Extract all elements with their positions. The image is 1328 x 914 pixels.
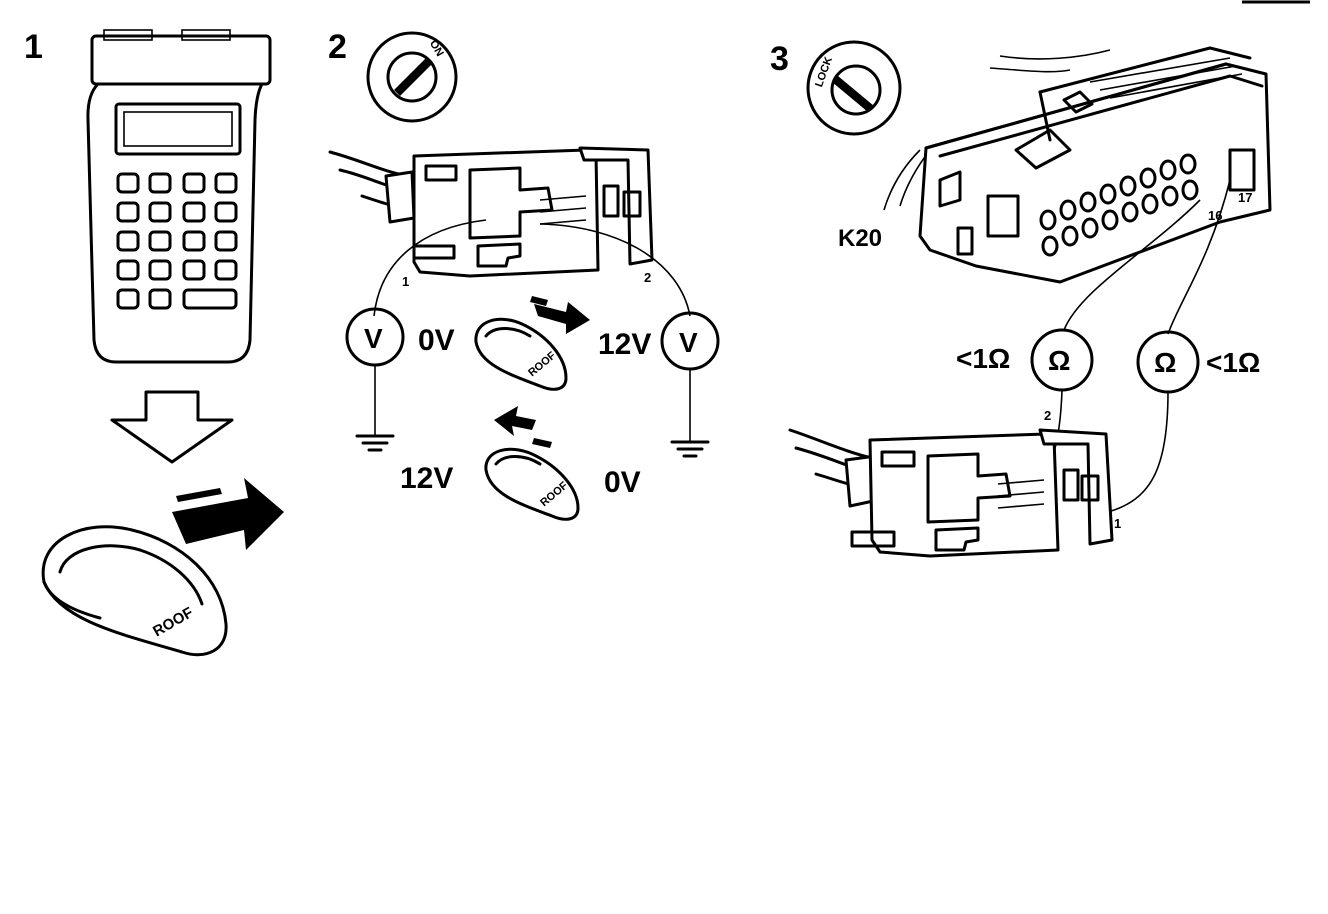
push-arrow-bottom-icon [494,406,552,448]
k20-connector-icon [883,46,1272,284]
ohm-wire-left-upper [1063,199,1201,331]
ohmmeter-left-icon: Ω [1030,328,1094,392]
push-arrow-large-icon [172,478,284,550]
ohmmeter-right-icon: Ω [1136,330,1200,394]
ignition-on-label: ON [427,38,446,58]
k20-pin-17: 17 [1238,190,1252,205]
voltmeter-left-symbol: V [364,323,383,354]
step2-pin-1: 1 [402,274,409,289]
step-1-number: 1 [24,28,43,66]
voltmeter-left-icon: V [345,307,405,452]
ignition-lock-icon: LOCK [806,40,902,136]
step2-probe-wire-left [373,219,487,317]
step2-reading-bottom-left: 12V [400,462,453,495]
down-arrow-icon [110,390,234,464]
ohmmeter-left-symbol: Ω [1048,345,1070,376]
ohmmeter-right-symbol: Ω [1154,347,1176,378]
diagnostic-tester-icon [86,29,272,364]
voltmeter-right-icon: V [660,311,720,458]
k20-connector-label: K20 [838,225,882,252]
step3-reading-left: <1Ω [956,343,1010,374]
step2-probe-wire-right [539,223,691,317]
voltmeter-right-symbol: V [679,327,698,358]
push-arrow-top-icon [530,296,590,334]
tester-keypad [116,172,238,310]
step3-lower-pin-2: 2 [1044,408,1051,423]
step2-reading-top-right: 12V [598,328,651,361]
step2-reading-bottom-right: 0V [604,466,641,499]
step-3-number: 3 [770,40,789,78]
roof-switch-small-top-icon: ROOF [474,317,568,391]
step2-pin-2: 2 [644,270,651,285]
ohm-wire-right-lower [1107,391,1169,513]
roof-switch-large-icon: ROOF [41,525,228,657]
k20-pin-holes [1039,153,1199,257]
step-2-number: 2 [328,28,347,66]
step3-lower-pin-1: 1 [1114,516,1121,531]
step3-reading-right: <1Ω [1206,347,1260,378]
ignition-on-icon: ON [366,31,458,123]
step2-reading-top-left: 0V [418,324,455,357]
step2-switch-connector [328,146,654,278]
roof-switch-small-bottom-icon: ROOF [484,447,580,521]
step3-switch-connector [788,428,1114,558]
ohm-wire-right-upper [1167,179,1231,335]
